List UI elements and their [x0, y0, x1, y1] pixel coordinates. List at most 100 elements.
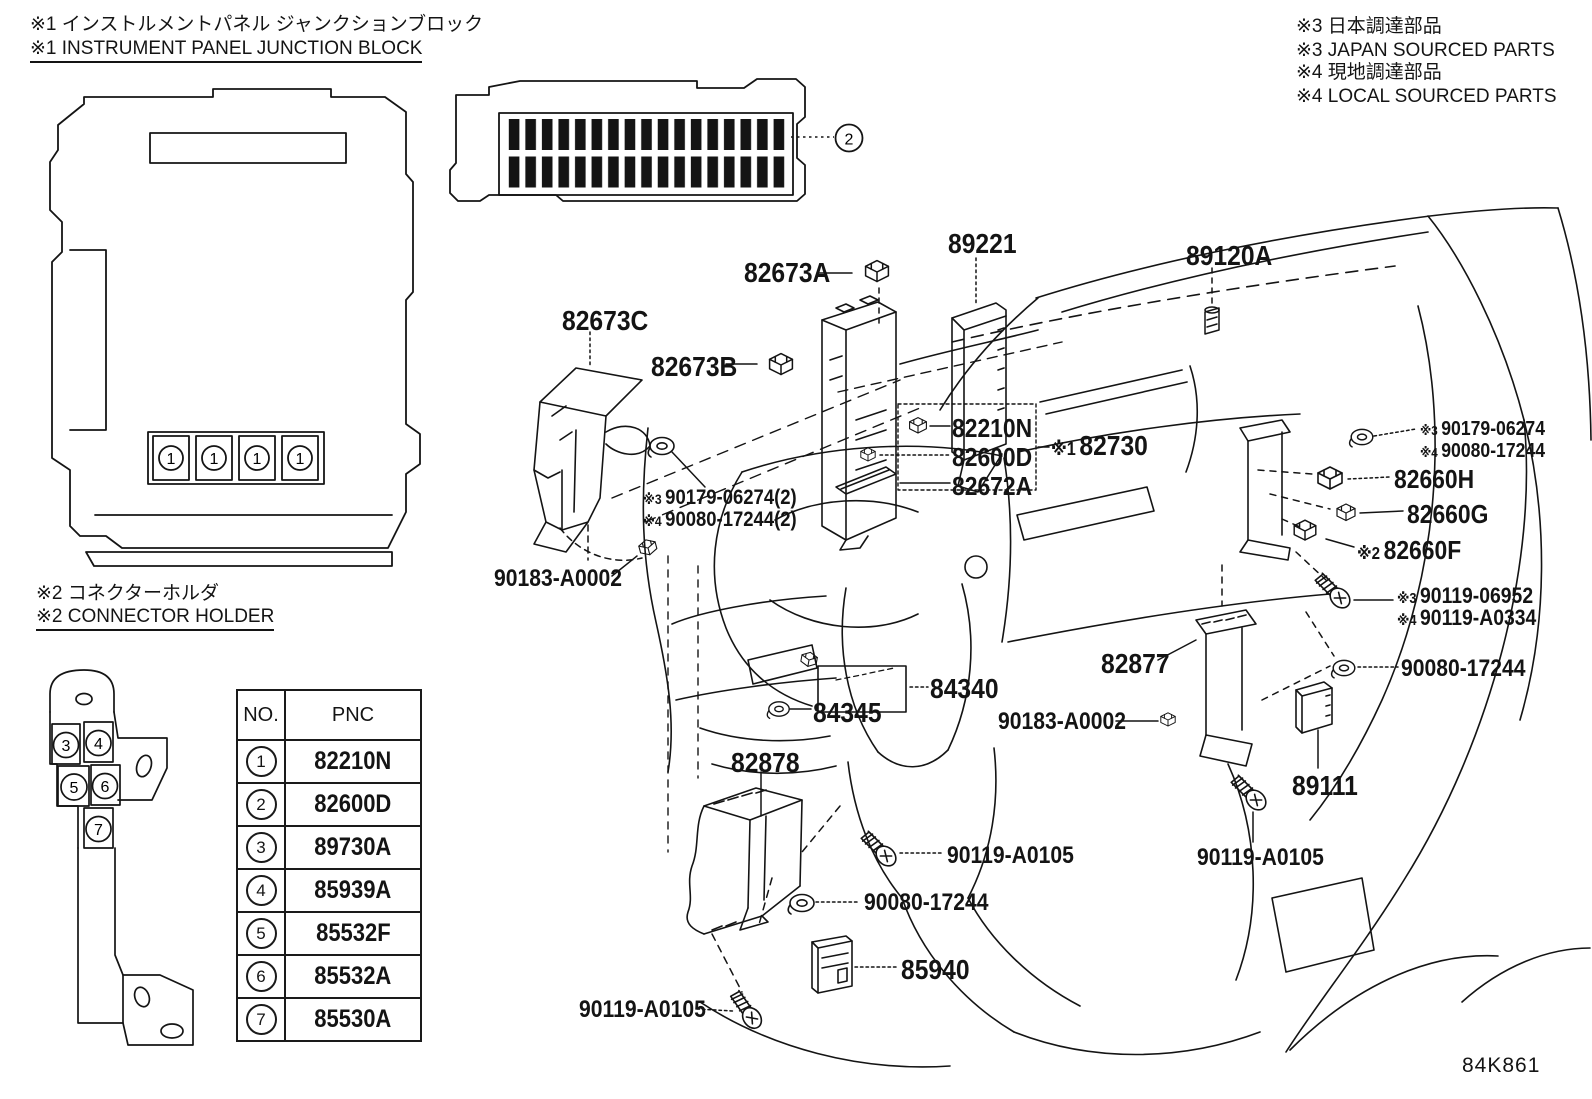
pnc-table-header-no: NO. — [236, 689, 286, 741]
callout-82672a: 82672A — [952, 471, 1033, 501]
row-marker: 4 — [245, 875, 277, 906]
callout-89120a: 89120A — [1186, 240, 1273, 271]
row-pnc: 85532A — [314, 962, 392, 990]
grommet-84345-icon — [766, 701, 790, 720]
row-pnc: 85939A — [314, 876, 392, 904]
junction-block-markers: 1 1 1 1 — [167, 451, 305, 468]
svg-text:1: 1 — [167, 451, 176, 468]
callout-82600d: 82600D — [952, 442, 1033, 472]
callout-90183-a0002-right: 90183-A0002 — [998, 708, 1126, 735]
svg-text:5: 5 — [70, 780, 79, 797]
table-row: 5 85532F — [236, 911, 422, 956]
parts-and-leaders — [533, 257, 1417, 1033]
callout-90183-a0002-left: 90183-A0002 — [494, 565, 622, 592]
grommet-90179-right-icon — [1348, 428, 1374, 448]
note-2-en: ※2 CONNECTOR HOLDER — [36, 606, 275, 631]
note-1-en: ※1 INSTRUMENT PANEL JUNCTION BLOCK — [30, 38, 423, 63]
note-1-jp: ※1 インストルメントパネル ジャンクションブロック — [30, 14, 484, 35]
svg-text:6: 6 — [101, 779, 110, 796]
bolt-90119-06952-icon — [1311, 569, 1355, 613]
junction-block-82730-icon — [821, 295, 897, 551]
dashboard-sketch — [611, 207, 1592, 1068]
table-row: 3 89730A — [236, 825, 422, 870]
junction-block-drawing — [49, 88, 421, 567]
callout-82877: 82877 — [1101, 648, 1170, 679]
grommet-90179-icon — [647, 436, 675, 458]
row-marker: 1 — [245, 746, 277, 777]
table-row: 2 82600D — [236, 782, 422, 827]
row-marker: 7 — [245, 1004, 277, 1035]
row-pnc: 85532F — [315, 919, 391, 947]
callout-82673c: 82673C — [562, 305, 649, 336]
clip-82600d-icon — [860, 447, 876, 462]
pnc-table: NO. PNC 1 82210N 2 82600D 3 89730A 4 859… — [236, 689, 422, 1042]
sensor-89120a-icon — [1204, 306, 1220, 335]
callout-82660g: 82660G — [1407, 499, 1489, 529]
svg-text:7: 7 — [94, 822, 103, 839]
note-4-en: ※4 LOCAL SOURCED PARTS — [1296, 86, 1557, 107]
bracket-82878-icon — [686, 787, 803, 935]
clip-82660g-icon — [1336, 503, 1356, 522]
row-pnc: 82600D — [314, 790, 392, 818]
callout-82660h: 82660H — [1394, 464, 1475, 494]
bracket-82877-icon — [1195, 609, 1257, 767]
svg-text:1: 1 — [296, 451, 305, 468]
table-row: 4 85939A — [236, 868, 422, 913]
callout-82878: 82878 — [731, 747, 800, 778]
clip-82673a-icon — [864, 259, 890, 283]
clip-82673b-icon — [768, 352, 794, 376]
callout-84340: 84340 — [930, 673, 999, 704]
holder-marker-2: 2 — [845, 132, 854, 149]
bracket-right-upper-icon — [1239, 419, 1291, 561]
table-row: 1 82210N — [236, 739, 422, 784]
ecu-89111-icon — [1295, 681, 1333, 734]
table-row: 6 85532A — [236, 954, 422, 999]
ecu-89221-icon — [951, 302, 1007, 493]
callout-90119-a0105-bottom: 90119-A0105 — [579, 996, 706, 1023]
holder-bracket-drawing — [49, 669, 194, 1046]
svg-text:1: 1 — [253, 451, 262, 468]
callout-82210n: 82210N — [952, 413, 1033, 443]
bolt-90119-a0105-right-icon — [1227, 771, 1271, 815]
callout-89111: 89111 — [1292, 770, 1358, 801]
callout-90119-a0105-mid: 90119-A0105 — [947, 842, 1074, 869]
row-marker: 5 — [245, 918, 277, 949]
row-marker: 6 — [245, 961, 277, 992]
pnc-table-header-pnc: PNC — [284, 689, 422, 741]
note-3-en: ※3 JAPAN SOURCED PARTS — [1296, 40, 1555, 61]
clip-82660h-icon — [1317, 466, 1343, 490]
strip-82672a-icon — [835, 466, 897, 495]
grommet-90080-right-icon — [1330, 659, 1356, 679]
callout-90080-17244-mid: 90080-17244 — [864, 889, 989, 916]
note-3-jp: ※3 日本調達部品 — [1296, 16, 1442, 37]
clip-90183-left-icon — [637, 537, 659, 558]
bracket-82673c-icon — [533, 367, 651, 553]
note-4-jp: ※4 現地調達部品 — [1296, 62, 1442, 83]
grommet-90080-mid-icon — [787, 893, 815, 915]
callout-89221: 89221 — [948, 228, 1017, 259]
note-2-jp: ※2 コネクターホルダ — [36, 583, 220, 604]
callout-82673b: 82673B — [651, 351, 738, 382]
connector-holder-drawing — [449, 78, 864, 202]
callout-90119-a0105-right: 90119-A0105 — [1197, 844, 1324, 871]
svg-text:1: 1 — [210, 451, 219, 468]
clip-82210n-icon — [909, 417, 927, 434]
figure-code: 84K861 — [1462, 1054, 1541, 1077]
callout-90080-17244-right: 90080-17244 — [1401, 655, 1526, 682]
svg-text:4: 4 — [94, 736, 103, 753]
box-85940-icon — [811, 935, 853, 994]
callout-84345: 84345 — [813, 697, 882, 728]
clip-90183-right-icon — [1160, 712, 1176, 727]
row-marker: 2 — [245, 789, 277, 820]
holder-bracket-markers: 3 4 5 6 7 — [62, 736, 110, 839]
